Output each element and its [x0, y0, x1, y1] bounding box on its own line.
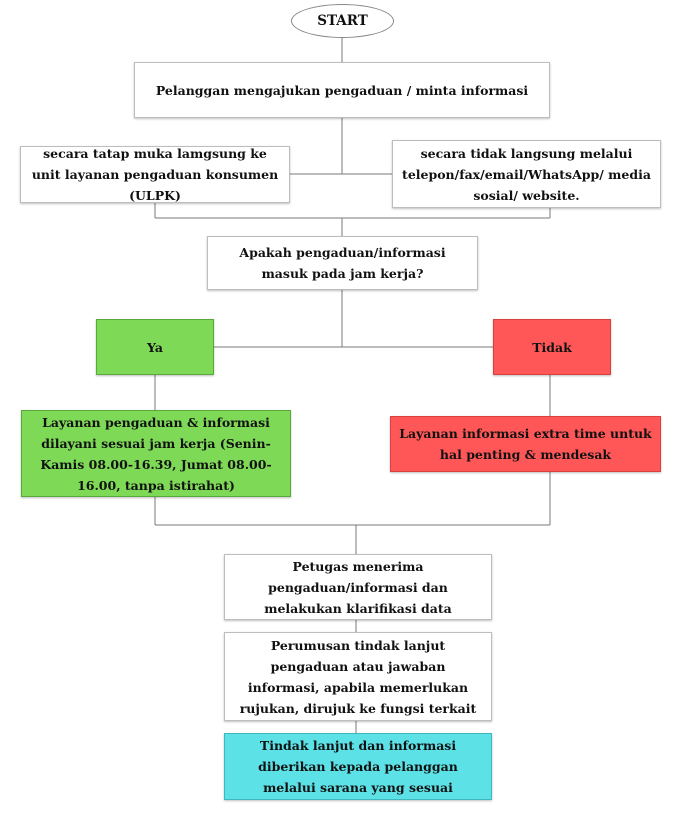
yes-label: Ya: [146, 339, 164, 355]
receive-label: Petugas menerima pengaduan/informasi dan…: [264, 558, 452, 616]
indirect-label: secara tidak langsung melalui telepon/fa…: [402, 145, 651, 203]
start-label: START: [317, 12, 368, 29]
formulate-node: Perumusan tindak lanjut pengaduan atau j…: [224, 632, 492, 721]
no-label: Tidak: [532, 339, 572, 355]
deliver-label: Tindak lanjut dan informasi diberikan ke…: [258, 738, 458, 795]
question-label: Apakah pengaduan/informasi masuk pada ja…: [239, 245, 446, 281]
request-label: Pelanggan mengajukan pengaduan / minta i…: [155, 82, 529, 98]
question-node: Apakah pengaduan/informasi masuk pada ja…: [207, 236, 478, 290]
no-service-label: Layanan informasi extra time untuk hal p…: [399, 426, 652, 462]
receive-node: Petugas menerima pengaduan/informasi dan…: [224, 554, 492, 620]
no-node: Tidak: [493, 319, 611, 375]
yes-service-label: Layanan pengaduan & informasi dilayani s…: [40, 414, 272, 493]
request-node: Pelanggan mengajukan pengaduan / minta i…: [134, 62, 550, 118]
start-node: START: [291, 4, 394, 38]
formulate-label: Perumusan tindak lanjut pengaduan atau j…: [239, 637, 477, 716]
direct-node: secara tatap muka lamgsung ke unit layan…: [20, 146, 290, 203]
indirect-node: secara tidak langsung melalui telepon/fa…: [392, 140, 661, 208]
no-service-node: Layanan informasi extra time untuk hal p…: [390, 416, 661, 472]
deliver-node: Tindak lanjut dan informasi diberikan ke…: [224, 733, 492, 800]
yes-node: Ya: [96, 319, 214, 375]
yes-service-node: Layanan pengaduan & informasi dilayani s…: [21, 410, 291, 497]
direct-label: secara tatap muka lamgsung ke unit layan…: [31, 146, 279, 203]
